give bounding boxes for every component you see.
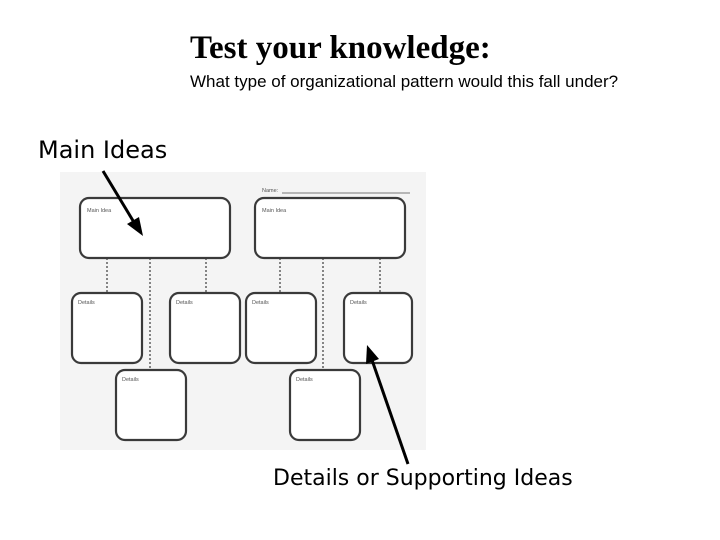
details-box: Details xyxy=(288,368,362,442)
main-idea-label: Main Idea xyxy=(87,208,112,214)
details-label: Details xyxy=(176,300,193,306)
main-idea-box-left: Main Idea xyxy=(78,196,232,260)
main-idea-label: Main Idea xyxy=(262,208,287,214)
details-label: Details xyxy=(78,300,95,306)
details-label: Details xyxy=(252,300,269,306)
worksheet-name-label: Name: xyxy=(262,188,279,194)
details-box: Details xyxy=(244,291,318,365)
details-supporting-ideas-label: Details or Supporting Ideas xyxy=(273,466,573,491)
details-arrow xyxy=(366,345,410,465)
details-box: Details xyxy=(342,291,414,365)
details-box: Details xyxy=(70,291,144,365)
main-ideas-label: Main Ideas xyxy=(38,136,168,164)
details-box: Details xyxy=(114,368,188,442)
details-box: Details xyxy=(168,291,242,365)
details-label: Details xyxy=(122,377,139,383)
slide-subtitle: What type of organizational pattern woul… xyxy=(190,72,619,91)
main-ideas-arrow xyxy=(101,170,143,236)
graphic-organizer-worksheet: Name: Main Idea Main Idea Details Detail… xyxy=(60,172,426,450)
details-label: Details xyxy=(296,377,313,383)
main-idea-box-right: Main Idea xyxy=(253,196,407,260)
details-label: Details xyxy=(350,300,367,306)
slide-title: Test your knowledge: xyxy=(190,30,491,66)
